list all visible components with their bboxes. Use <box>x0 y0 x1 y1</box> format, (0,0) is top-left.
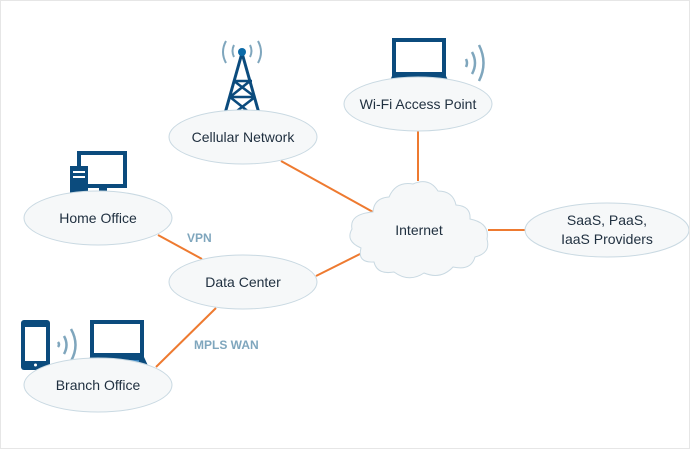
edge-datacenter-internet <box>315 250 367 277</box>
node-branch-office[interactable]: Branch Office <box>23 357 173 413</box>
edge-cellular-internet <box>280 160 374 213</box>
node-label-line1: SaaS, PaaS, <box>567 212 647 228</box>
edge-label-vpn: VPN <box>187 231 212 245</box>
node-data-center[interactable]: Data Center <box>168 254 318 310</box>
node-label: Internet <box>395 222 443 238</box>
node-label: Branch Office <box>56 377 141 393</box>
node-label: Home Office <box>59 210 137 226</box>
node-label: Data Center <box>205 274 281 290</box>
node-label: Cellular Network <box>192 129 296 145</box>
node-label-line2: IaaS Providers <box>561 231 653 247</box>
cloud-icon <box>349 181 489 279</box>
tower-antenna-icon <box>238 48 246 56</box>
node-label: Wi-Fi Access Point <box>360 96 477 112</box>
edge-home-datacenter <box>157 234 203 260</box>
node-cellular-network[interactable]: Cellular Network <box>168 109 318 165</box>
node-wifi-access-point[interactable]: Wi-Fi Access Point <box>343 76 493 132</box>
node-home-office[interactable]: Home Office <box>23 190 173 246</box>
edge-branch-datacenter <box>155 307 217 368</box>
node-saas-paas-iaas[interactable]: SaaS, PaaS, IaaS Providers <box>524 202 689 258</box>
node-internet[interactable]: Internet <box>349 181 489 279</box>
edge-label-mpls-wan: MPLS WAN <box>194 338 259 352</box>
